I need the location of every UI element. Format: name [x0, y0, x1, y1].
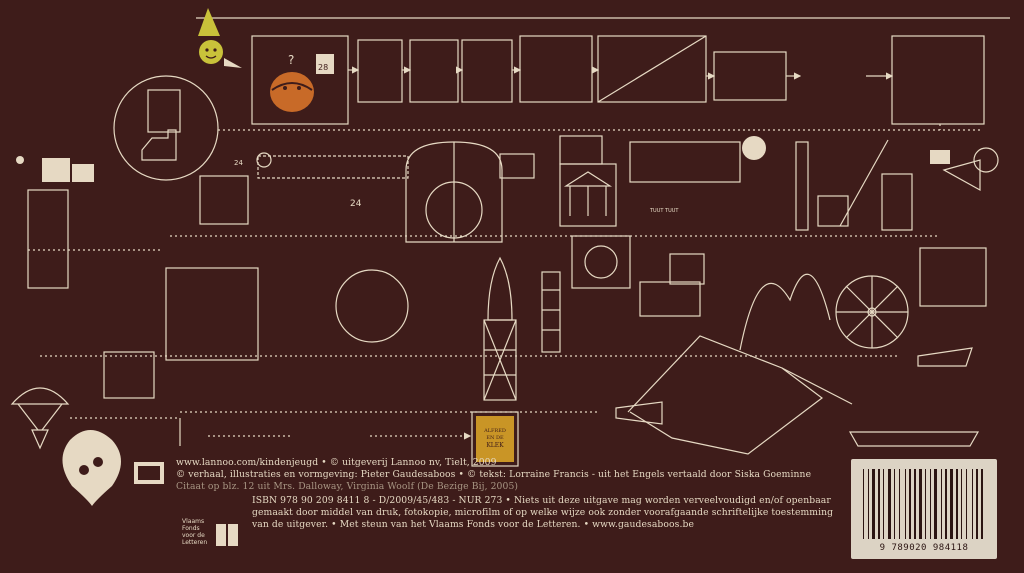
bird-box — [199, 175, 249, 225]
person-box — [27, 189, 69, 289]
barcode-bar — [966, 469, 967, 539]
barcode-bar — [981, 469, 983, 539]
parachute — [10, 387, 70, 405]
frame-box-1 — [357, 39, 403, 103]
barcode-bar — [868, 469, 869, 539]
credits-line-3: Citaat op blz. 12 uit Mrs. Dalloway, Vir… — [176, 481, 519, 493]
barcode-bar — [899, 469, 900, 539]
machine-circle — [335, 269, 409, 343]
barcode-bar — [961, 469, 962, 539]
vfl-logo-mark — [216, 524, 238, 546]
barcode-bar — [925, 469, 926, 539]
barcode-bar — [972, 469, 973, 539]
vfl-logo-text: Vlaams Fonds voor de Letteren — [182, 518, 208, 546]
roller-coaster — [739, 273, 831, 351]
lighthouse — [541, 271, 561, 353]
credits-line-2: © verhaal, illustraties en vormgeving: P… — [176, 469, 812, 481]
barcode-bar — [950, 469, 953, 539]
barcode: 9 789020 984118 — [851, 459, 997, 559]
rocket-right — [917, 347, 973, 367]
animal-box — [103, 351, 155, 399]
gear-icon — [742, 136, 766, 160]
barcode-number: 9 789020 984118 — [879, 543, 969, 553]
blob-head — [62, 430, 121, 506]
barcode-bar — [945, 469, 947, 539]
barcode-bar — [878, 469, 880, 539]
robot-house-box — [891, 35, 985, 125]
svg-text:28: 28 — [318, 63, 328, 72]
svg-text:?: ? — [288, 53, 294, 67]
suitcase-icon — [42, 158, 70, 182]
ship-box — [165, 267, 259, 361]
credits-line-6: van de uitgever. • Met steun van het Vla… — [252, 519, 695, 531]
barcode-bar — [919, 469, 922, 539]
svg-text:KLEK: KLEK — [486, 442, 504, 449]
barcode-bar — [909, 469, 911, 539]
barcode-bar — [872, 469, 875, 539]
frame-box-2 — [409, 39, 459, 103]
barcode-bar — [863, 469, 864, 539]
chestnut-character: ? — [270, 53, 314, 112]
barcode-bar — [914, 469, 916, 539]
barcode-bar — [934, 469, 937, 539]
frame-box-3 — [461, 39, 513, 103]
barcode-bar — [894, 469, 895, 539]
credits-line-4: ISBN 978 90 209 8411 8 - D/2009/45/483 -… — [252, 495, 831, 506]
alarm-box — [571, 235, 631, 289]
rocket-left — [615, 401, 663, 425]
house-box — [519, 35, 593, 103]
barcode-bar — [888, 469, 891, 539]
car-box — [629, 141, 741, 183]
barcode-bar — [905, 469, 906, 539]
book-badge-frame — [471, 411, 519, 467]
sound-text: TUUT TUUT — [649, 208, 679, 214]
barcode-bars — [863, 469, 983, 539]
rocket-tower — [487, 256, 513, 321]
book-box — [713, 51, 787, 101]
svg-text:EN DE: EN DE — [486, 435, 504, 441]
boat-bottom — [848, 431, 980, 447]
barcode-bar — [976, 469, 978, 539]
calendar-icon: 28 — [316, 54, 334, 74]
smiley-mascot — [198, 8, 242, 68]
credits-block: www.lannoo.com/kindenjeugd • © uitgeveri… — [176, 457, 836, 494]
constellation — [627, 335, 823, 455]
hand-book-circle — [113, 75, 219, 181]
svg-text:ALFRED: ALFRED — [483, 428, 506, 434]
stamp-number: 24 — [350, 199, 362, 209]
barcode-bar — [941, 469, 942, 539]
credits-line-1: www.lannoo.com/kindenjeugd • © uitgeveri… — [176, 457, 497, 468]
barcode-bar — [930, 469, 931, 539]
barcode-bar — [883, 469, 884, 539]
crane-number: 24 — [234, 159, 243, 167]
barcode-bar — [956, 469, 958, 539]
book-badge: ALFRED EN DE KLEK — [476, 416, 514, 462]
chestnut-box — [251, 35, 349, 125]
credits-line-5: gemaakt door middel van druk, fotokopie,… — [252, 507, 834, 519]
legal-block: ISBN 978 90 209 8411 8 - D/2009/45/483 -… — [252, 495, 842, 532]
jug-box — [919, 247, 987, 307]
